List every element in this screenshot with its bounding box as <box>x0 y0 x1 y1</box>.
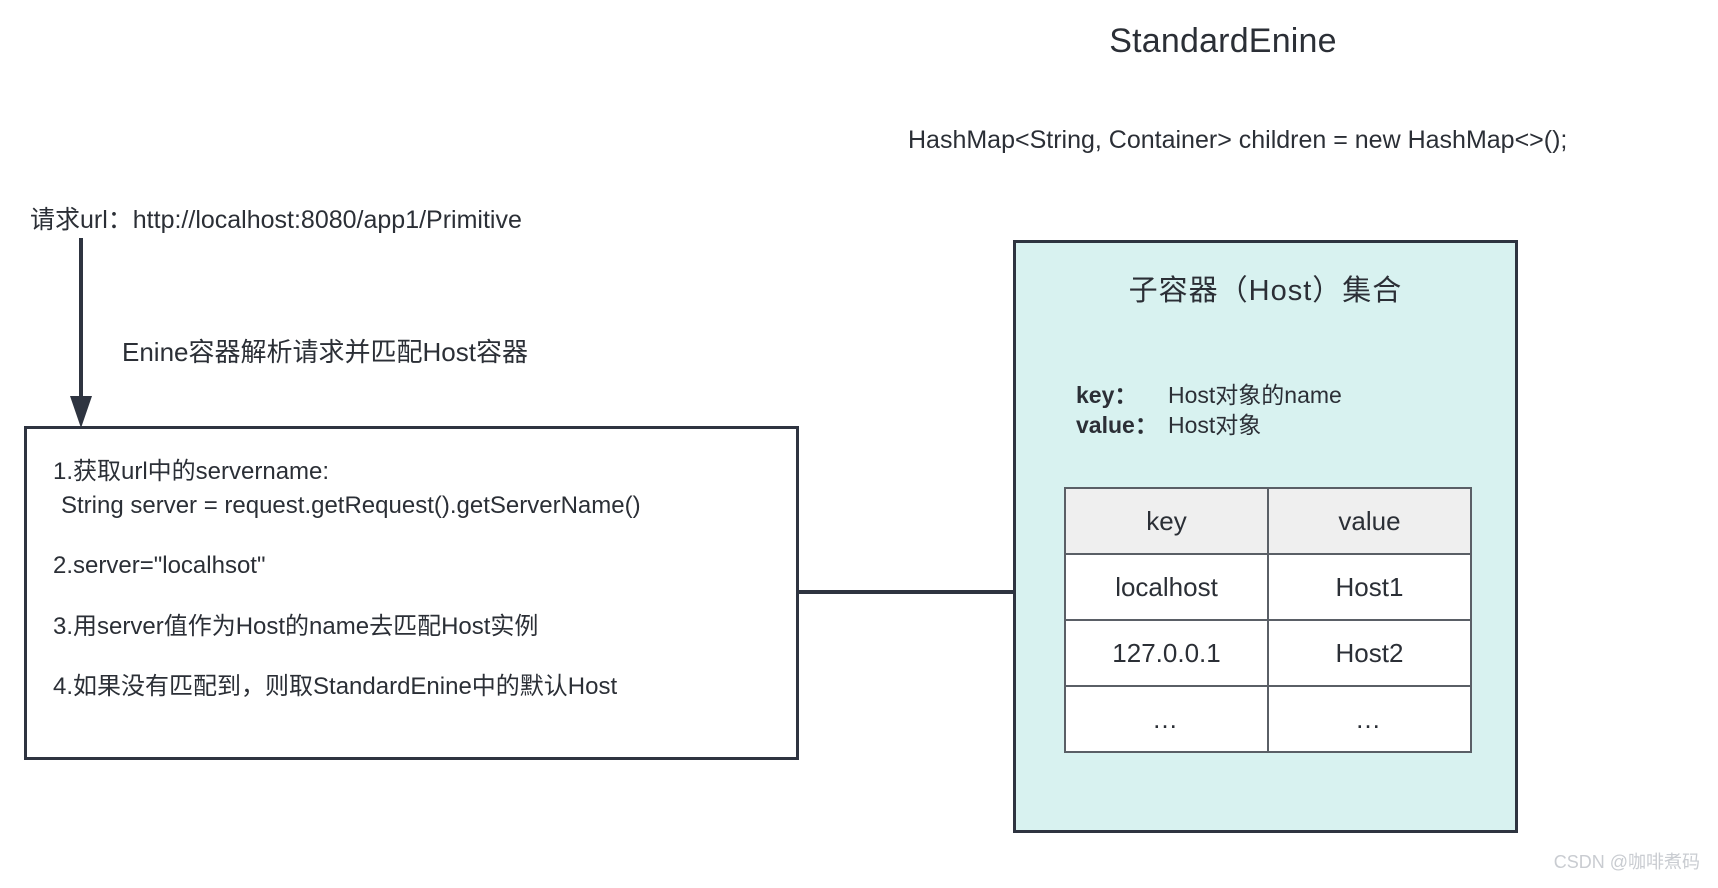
watermark-text: CSDN @咖啡煮码 <box>1553 852 1700 872</box>
step-item-1-code: String server = request.getRequest().get… <box>61 492 641 520</box>
step-item-2: 2.server="localhsot" <box>53 552 266 580</box>
hashmap-declaration-text: HashMap<String, Container> children = ne… <box>908 126 1568 154</box>
value-legend-label: value： <box>1076 412 1158 438</box>
engine-steps-box: 1.获取url中的servername: String server = req… <box>24 426 799 760</box>
key-legend-label: key： <box>1076 382 1138 408</box>
step-item-1: 1.获取url中的servername: <box>53 458 330 485</box>
step-item-3: 3.用server值作为Host的name去匹配Host实例 <box>53 612 539 640</box>
engine-title: StandardEnine <box>1109 22 1337 60</box>
panel-title: 子容器（Host）集合 <box>1128 275 1403 307</box>
value-legend-row: value： Host对象 <box>1076 406 1261 440</box>
table-cell-key: localhost <box>1064 553 1269 621</box>
table-header-row: key value <box>1064 487 1472 555</box>
step-item-4: 4.如果没有匹配到，则取StandardEnine中的默认Host <box>53 672 618 700</box>
host-map-table: key value localhost Host1 127.0.0.1 Host… <box>1064 487 1472 753</box>
table-row: … … <box>1064 685 1472 753</box>
key-legend-value: Host对象的name <box>1168 382 1342 408</box>
table-cell-value: … <box>1267 685 1472 753</box>
table-cell-key: 127.0.0.1 <box>1064 619 1269 687</box>
request-url-label: 请求url：http://localhost:8080/app1/Primiti… <box>30 206 522 234</box>
key-legend-row: key： Host对象的name <box>1076 376 1342 410</box>
table-cell-key: … <box>1064 685 1269 753</box>
table-cell-value: Host2 <box>1267 619 1472 687</box>
table-header-value: value <box>1267 487 1472 555</box>
arrow-down-icon <box>70 238 92 428</box>
table-cell-value: Host1 <box>1267 553 1472 621</box>
table-header-key: key <box>1064 487 1269 555</box>
table-row: 127.0.0.1 Host2 <box>1064 619 1472 687</box>
engine-match-label: Enine容器解析请求并匹配Host容器 <box>122 337 528 367</box>
table-row: localhost Host1 <box>1064 553 1472 621</box>
value-legend-value: Host对象 <box>1168 412 1262 438</box>
host-collection-panel: 子容器（Host）集合 key： Host对象的name value： Host对象… <box>1013 240 1518 833</box>
